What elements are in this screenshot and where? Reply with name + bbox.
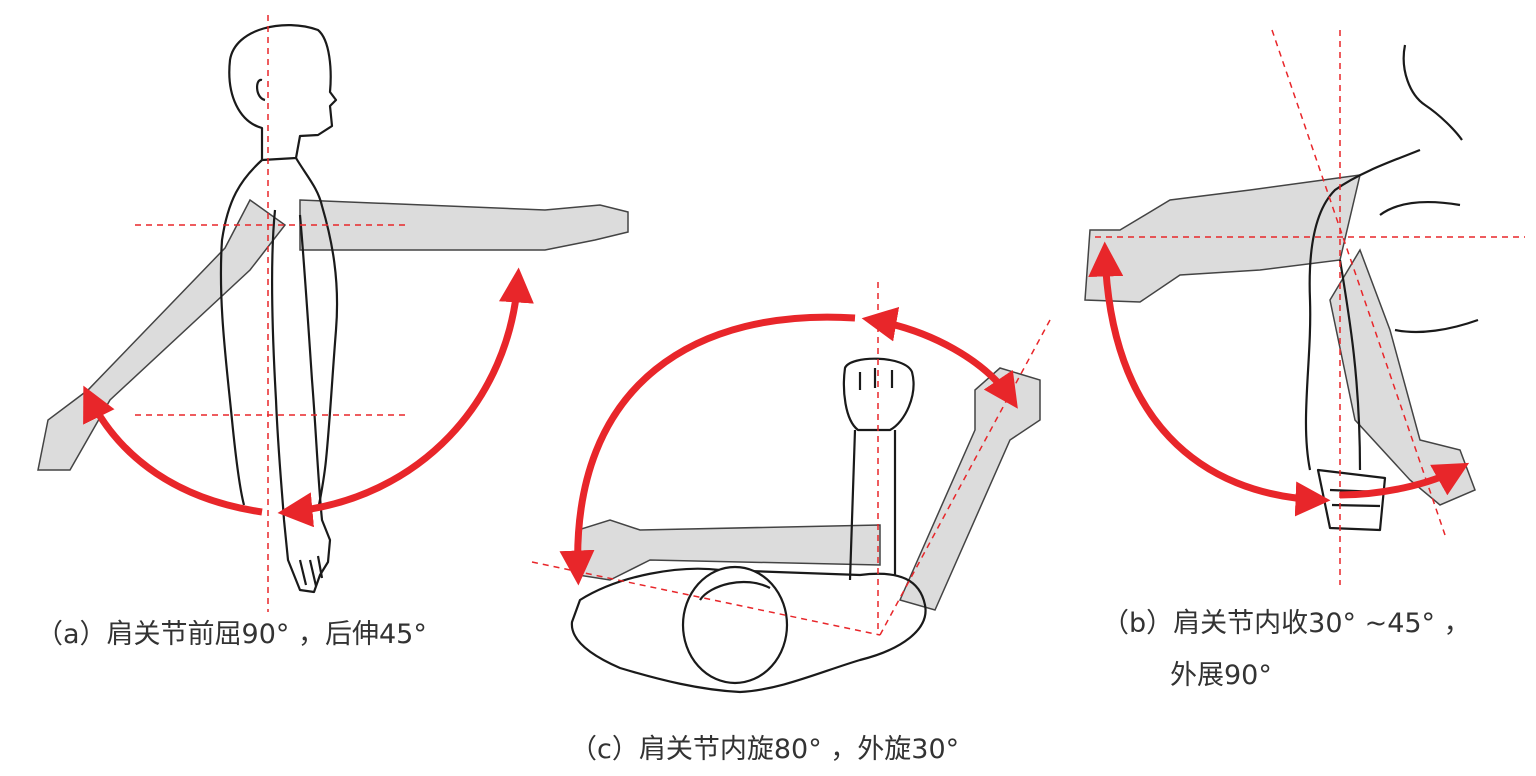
arm-adduction (1329, 248, 1476, 506)
internal-rotation-arrow (861, 306, 1018, 409)
external-rotation-arrow (559, 313, 856, 586)
standing-figure-front-view (1304, 44, 1479, 532)
panel-a-flexion-extension (37, 15, 629, 612)
caption-panel-b-line2: 外展90° (1170, 660, 1272, 691)
adduction-arrow (1339, 462, 1470, 499)
extension-arrow (83, 385, 263, 516)
caption-panel-b-line1: （b）肩关节内收30° ~45° ， (1102, 608, 1471, 639)
flexion-arrow (277, 267, 534, 528)
arm-abduction (1084, 174, 1361, 303)
caption-panel-a: （a）肩关节前屈90° ，后伸45° (36, 619, 427, 650)
caption-panel-c: （c）肩关节内旋80° ，外旋30° (570, 734, 960, 765)
panel-b-adduction-abduction (1084, 29, 1525, 585)
arm-back-extension (37, 198, 287, 471)
arm-forward-flexion (299, 199, 629, 251)
panel-c-rotation (531, 282, 1051, 694)
forearm-internal-rotation (898, 367, 1041, 611)
abduction-arrow (1088, 241, 1331, 517)
